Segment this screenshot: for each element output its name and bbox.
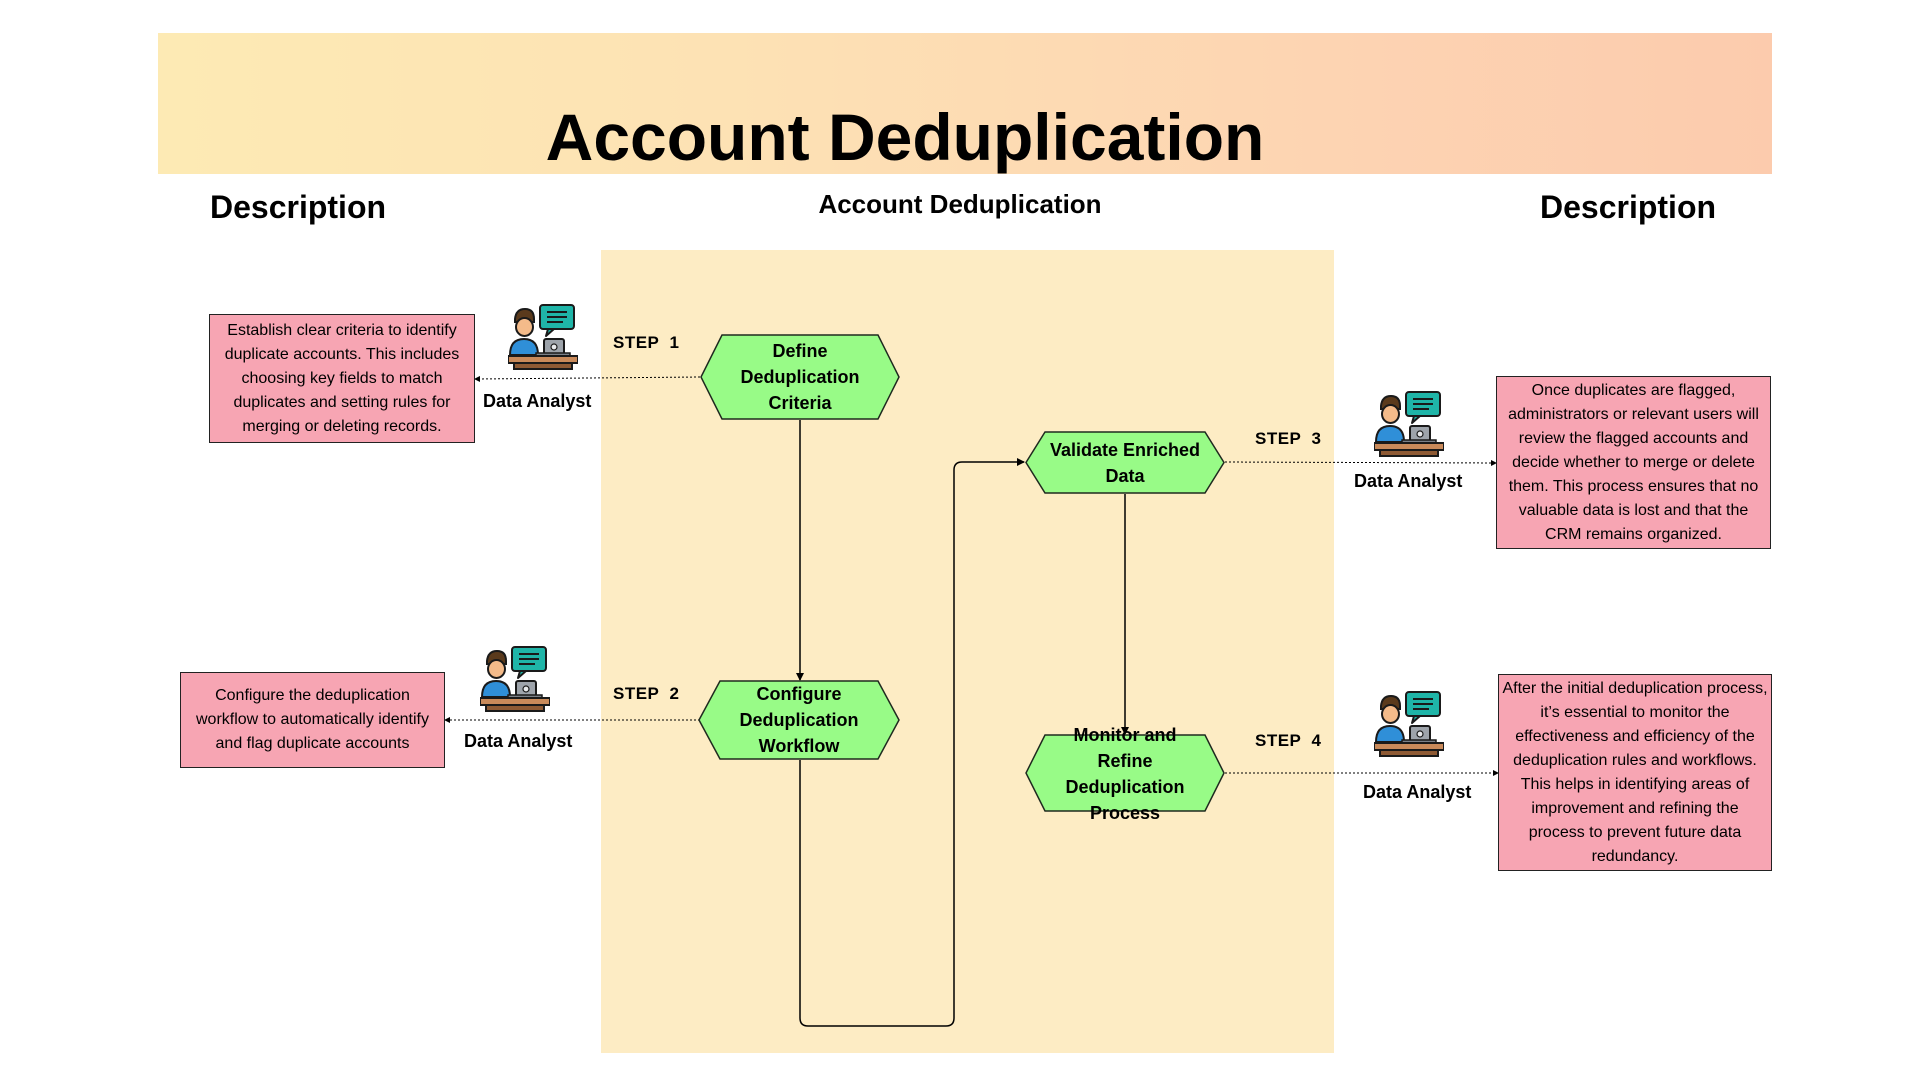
hexagon-shape <box>1025 734 1225 812</box>
process-step-3[interactable]: Validate Enriched Data <box>1025 431 1225 494</box>
data-analyst-icon <box>1374 391 1444 457</box>
process-step-1[interactable]: Define Deduplication Criteria <box>700 334 900 420</box>
step-2-description: Configure the deduplication workflow to … <box>180 672 445 768</box>
step-3-label: STEP 3 <box>1255 429 1322 448</box>
step-3-description: Once duplicates are flagged, administrat… <box>1496 376 1771 549</box>
data-analyst-icon <box>508 304 578 370</box>
step-1-actor-label: Data Analyst <box>483 391 592 411</box>
left-description-heading: Description <box>210 189 387 225</box>
step-2-actor-label: Data Analyst <box>464 731 573 751</box>
flow-heading: Account Deduplication <box>818 189 1102 219</box>
data-analyst-icon <box>1374 691 1444 757</box>
process-step-2-label: Configure Deduplication Workflow <box>739 684 859 756</box>
hexagon-shape <box>700 334 900 420</box>
process-step-3-label: Validate Enriched Data <box>1049 439 1201 486</box>
step-3-actor-label: Data Analyst <box>1354 471 1463 491</box>
step-4-label: STEP 4 <box>1255 731 1322 750</box>
step-2-label: STEP 2 <box>613 684 680 703</box>
process-step-4-label: Monitor and Refine Deduplication Process <box>1065 725 1185 823</box>
step-1-description: Establish clear criteria to identify dup… <box>209 314 475 443</box>
process-step-1-label: Define Deduplication Criteria <box>740 341 860 413</box>
step-4-description: After the initial deduplication process,… <box>1498 674 1772 871</box>
hexagon-shape <box>1025 431 1225 494</box>
step-1-label: STEP 1 <box>613 333 680 352</box>
process-step-4[interactable]: Monitor and Refine Deduplication Process <box>1025 725 1225 823</box>
process-step-2[interactable]: Configure Deduplication Workflow <box>698 680 900 760</box>
page-title: Account Deduplication <box>545 100 1265 174</box>
title-banner: Account Deduplication <box>158 33 1772 174</box>
data-analyst-icon <box>480 646 550 712</box>
right-description-heading: Description <box>1540 189 1717 225</box>
step-4-actor-label: Data Analyst <box>1363 782 1472 802</box>
